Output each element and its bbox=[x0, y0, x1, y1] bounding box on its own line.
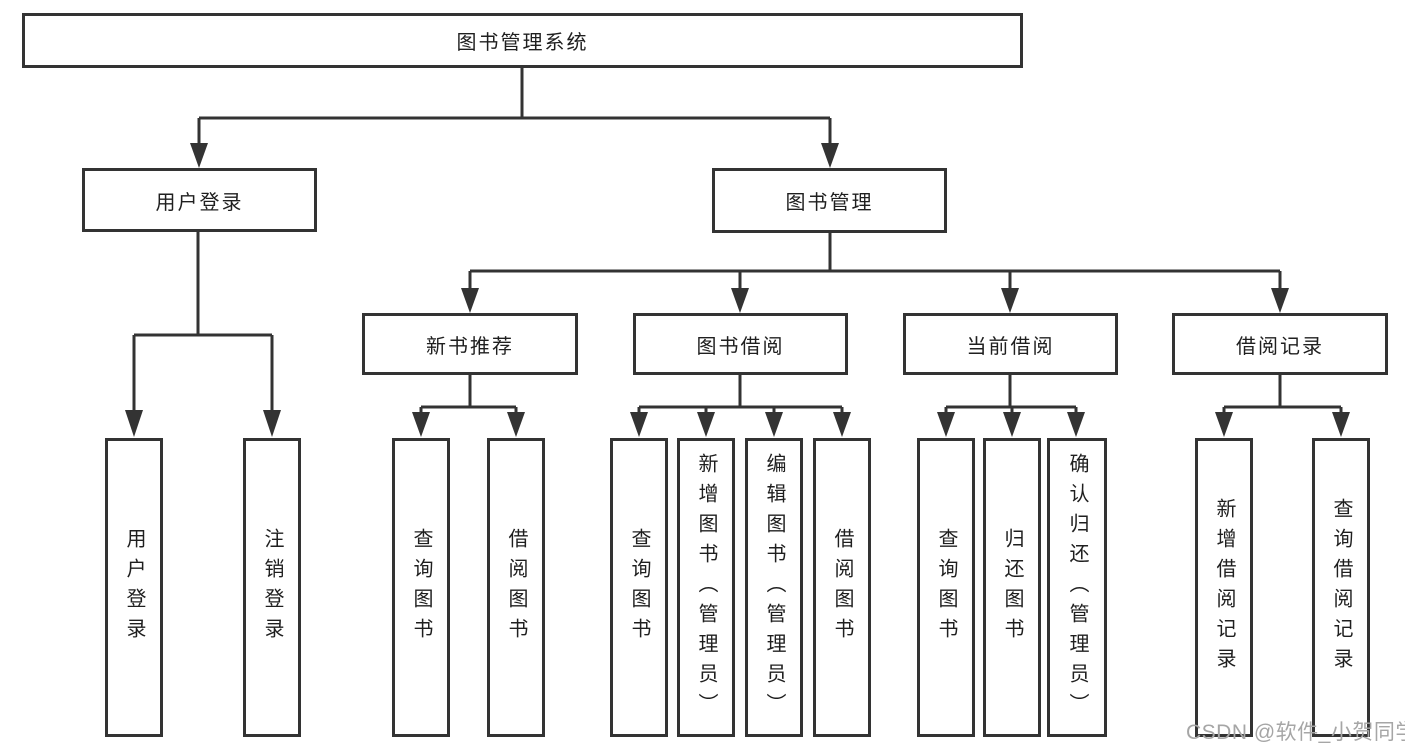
leaf-add-borrow-record: 新增借阅记录 bbox=[1195, 438, 1253, 737]
node-label: 用户登录 bbox=[155, 191, 244, 214]
leaf-return-book: 归还图书 bbox=[983, 438, 1041, 737]
node-book-borrow: 图书借阅 bbox=[633, 313, 848, 375]
connector-borrow-records-to-leaves bbox=[1215, 375, 1350, 437]
leaf-query-books-borrow: 查询图书 bbox=[610, 438, 668, 737]
arrowhead-icon bbox=[1215, 412, 1233, 437]
arrowhead-icon bbox=[731, 288, 749, 313]
leaf-label: 新增图书（管理员） bbox=[695, 452, 717, 723]
arrowhead-icon bbox=[1271, 288, 1289, 313]
leaf-label: 借阅图书 bbox=[831, 527, 853, 648]
leaf-label: 确认归还（管理员） bbox=[1066, 452, 1088, 723]
node-label: 图书管理 bbox=[785, 192, 874, 214]
node-label: 借阅记录 bbox=[1236, 335, 1324, 358]
leaf-query-books-recommend: 查询图书 bbox=[392, 438, 450, 737]
leaf-add-book-admin: 新增图书（管理员） bbox=[677, 438, 735, 737]
leaf-label: 查询借阅记录 bbox=[1330, 497, 1352, 678]
arrowhead-icon bbox=[263, 410, 281, 437]
leaf-label: 借阅图书 bbox=[505, 527, 527, 648]
node-label: 图书管理系统 bbox=[456, 32, 589, 54]
arrowhead-icon bbox=[1067, 412, 1085, 437]
leaf-label: 用户登录 bbox=[123, 527, 145, 648]
node-label: 当前借阅 bbox=[966, 335, 1055, 358]
arrowhead-icon bbox=[697, 412, 715, 437]
csdn-watermark: CSDN @软件_小贺同学 bbox=[1186, 721, 1405, 744]
node-borrow-records: 借阅记录 bbox=[1172, 313, 1388, 375]
leaf-borrow-books: 借阅图书 bbox=[813, 438, 871, 737]
node-book-management: 图书管理 bbox=[712, 168, 947, 233]
arrowhead-icon bbox=[630, 412, 648, 437]
leaf-confirm-return-admin: 确认归还（管理员） bbox=[1047, 438, 1107, 737]
leaf-label: 注销登录 bbox=[261, 527, 283, 648]
node-label: 新书推荐 bbox=[426, 335, 514, 358]
connector-book-management-to-level3 bbox=[461, 233, 1289, 313]
arrowhead-icon bbox=[507, 412, 525, 437]
leaf-query-books-current: 查询图书 bbox=[917, 438, 975, 737]
arrowhead-icon bbox=[461, 288, 479, 313]
leaf-label: 编辑图书（管理员） bbox=[763, 452, 785, 723]
leaf-user-login: 用户登录 bbox=[105, 438, 163, 737]
arrowhead-icon bbox=[1332, 412, 1350, 437]
arrowhead-icon bbox=[1003, 412, 1021, 437]
arrowhead-icon bbox=[833, 412, 851, 437]
leaf-label: 查询图书 bbox=[935, 527, 957, 648]
leaf-edit-book-admin: 编辑图书（管理员） bbox=[745, 438, 803, 737]
node-current-borrow: 当前借阅 bbox=[903, 313, 1118, 375]
connector-root-to-level2 bbox=[190, 68, 839, 168]
arrowhead-icon bbox=[821, 143, 839, 168]
arrowhead-icon bbox=[765, 412, 783, 437]
node-new-book-recommend: 新书推荐 bbox=[362, 313, 578, 375]
arrowhead-icon bbox=[937, 412, 955, 437]
leaf-borrow-books-recommend: 借阅图书 bbox=[487, 438, 545, 737]
arrowhead-icon bbox=[125, 410, 143, 437]
node-user-login: 用户登录 bbox=[82, 168, 317, 232]
arrowhead-icon bbox=[190, 143, 208, 168]
leaf-label: 归还图书 bbox=[1001, 527, 1023, 648]
leaf-logout: 注销登录 bbox=[243, 438, 301, 737]
connector-book-borrow-to-leaves bbox=[630, 375, 851, 437]
arrowhead-icon bbox=[1001, 288, 1019, 313]
connector-user-login-to-leaves bbox=[125, 232, 281, 437]
leaf-query-borrow-record: 查询借阅记录 bbox=[1312, 438, 1370, 737]
arrowhead-icon bbox=[412, 412, 430, 437]
leaf-label: 新增借阅记录 bbox=[1213, 497, 1235, 678]
node-label: 图书借阅 bbox=[696, 335, 785, 358]
leaf-label: 查询图书 bbox=[628, 527, 650, 648]
connector-new-book-recommend-to-leaves bbox=[412, 375, 525, 437]
leaf-label: 查询图书 bbox=[410, 527, 432, 648]
node-root-system: 图书管理系统 bbox=[22, 13, 1023, 68]
connector-current-borrow-to-leaves bbox=[937, 375, 1085, 437]
